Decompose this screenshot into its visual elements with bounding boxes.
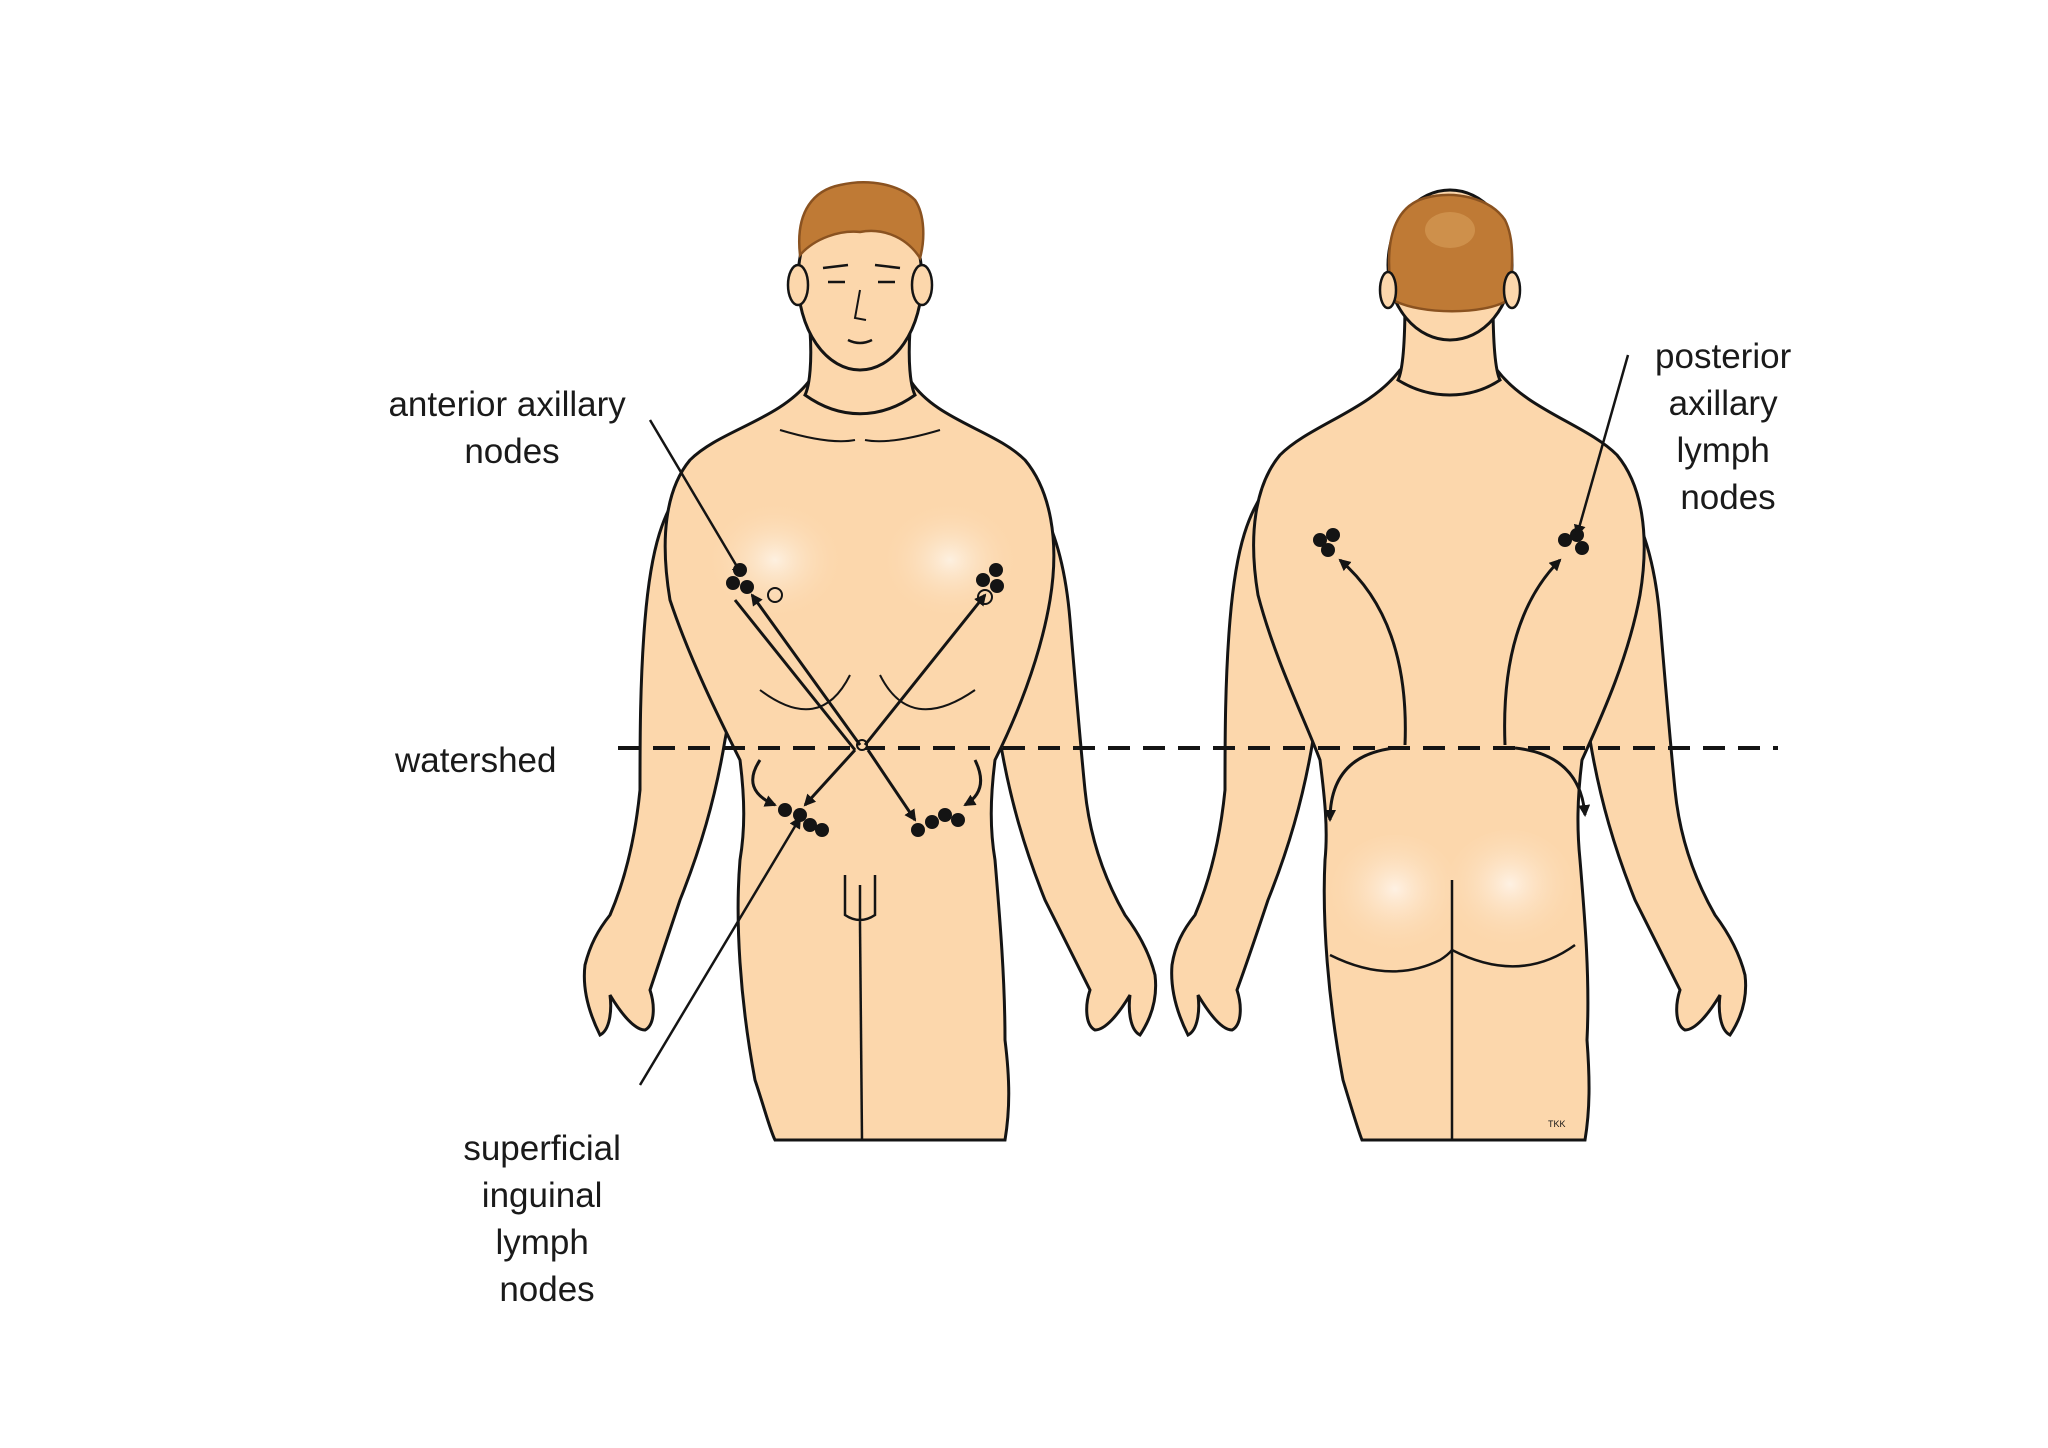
posterior-axillary-label: posterior axillary lymph nodes bbox=[1655, 337, 1801, 517]
anterior-axillary-label: anterior axillary nodes bbox=[388, 385, 635, 471]
back-left-ear bbox=[1380, 272, 1396, 308]
back-left-buttock-highlight bbox=[1330, 835, 1460, 955]
back-right-ear bbox=[1504, 272, 1520, 308]
front-right-pec-highlight bbox=[880, 500, 1020, 620]
back-hair-crown bbox=[1425, 212, 1475, 248]
back-right-buttock-highlight bbox=[1445, 830, 1575, 950]
front-left-ear bbox=[788, 265, 808, 305]
back-torso bbox=[1254, 370, 1645, 1140]
front-torso bbox=[665, 380, 1054, 1140]
anterior-body-figure bbox=[584, 182, 1155, 1140]
watershed-label: watershed bbox=[394, 741, 556, 780]
posterior-body-figure bbox=[1172, 190, 1746, 1140]
front-right-ear bbox=[912, 265, 932, 305]
artist-initials: TKK bbox=[1548, 1119, 1566, 1129]
superficial-inguinal-label: superficial inguinal lymph nodes bbox=[463, 1129, 630, 1309]
